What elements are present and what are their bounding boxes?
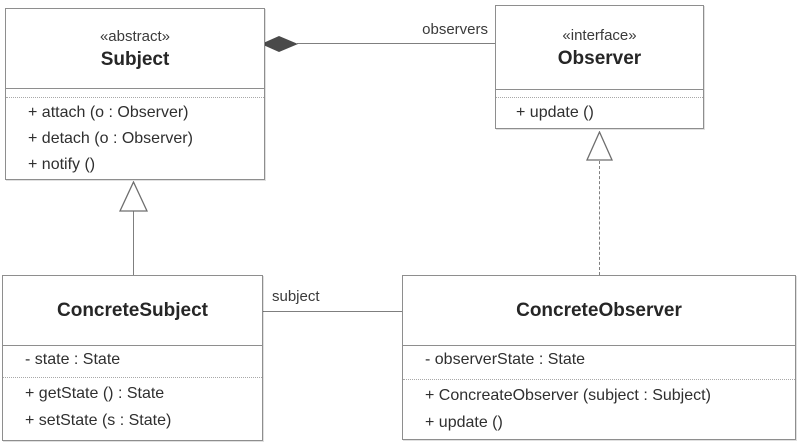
method-label: + detach (o : Observer) <box>28 130 193 147</box>
class-name: Subject <box>100 48 170 70</box>
methods-compartment: + getState () : State + setState (s : St… <box>3 378 262 440</box>
method-label: + getState () : State <box>25 385 165 402</box>
association-link-line <box>263 311 402 312</box>
association-role-label: subject <box>272 288 320 305</box>
class-name: ConcreteSubject <box>57 299 208 321</box>
realization-arrow-icon <box>586 131 613 161</box>
generalization-arrow-icon <box>119 181 148 212</box>
realization-link-line <box>599 161 600 275</box>
method-label: + update () <box>516 104 594 121</box>
composition-link-line <box>297 43 495 44</box>
class-name: Observer <box>557 47 642 69</box>
class-header: «interface» Observer <box>496 6 703 90</box>
attributes-compartment <box>496 90 703 98</box>
method-label: + setState (s : State) <box>25 412 172 429</box>
class-header: ConcreteSubject <box>3 276 262 346</box>
generalization-link-line <box>133 211 134 275</box>
class-box-observer: «interface» Observer + update () <box>495 5 704 129</box>
method-label: + ConcreateObserver (subject : Subject) <box>425 387 711 404</box>
class-header: «abstract» Subject <box>6 9 264 89</box>
composition-role-label: observers <box>422 21 488 38</box>
class-name: ConcreteObserver <box>516 299 682 321</box>
class-box-subject: «abstract» Subject + attach (o : Observe… <box>5 8 265 180</box>
class-box-concrete-subject: ConcreteSubject - state : State + getSta… <box>2 275 263 441</box>
attributes-compartment: - state : State <box>3 346 262 378</box>
methods-compartment: + ConcreateObserver (subject : Subject) … <box>403 380 795 439</box>
stereotype-label: «interface» <box>562 26 637 44</box>
methods-compartment: + attach (o : Observer) + detach (o : Ob… <box>6 98 264 179</box>
attribute-label: - observerState : State <box>425 351 586 368</box>
method-label: + notify () <box>28 156 96 173</box>
class-header: ConcreteObserver <box>403 276 795 346</box>
attributes-compartment: - observerState : State <box>403 346 795 380</box>
attribute-label: - state : State <box>25 351 121 368</box>
method-label: + update () <box>425 414 503 431</box>
class-box-concrete-observer: ConcreteObserver - observerState : State… <box>402 275 796 440</box>
methods-compartment: + update () <box>496 98 703 128</box>
method-label: + attach (o : Observer) <box>28 104 189 121</box>
stereotype-label: «abstract» <box>99 27 171 45</box>
composition-diamond-icon <box>261 36 298 52</box>
attributes-compartment <box>6 89 264 98</box>
